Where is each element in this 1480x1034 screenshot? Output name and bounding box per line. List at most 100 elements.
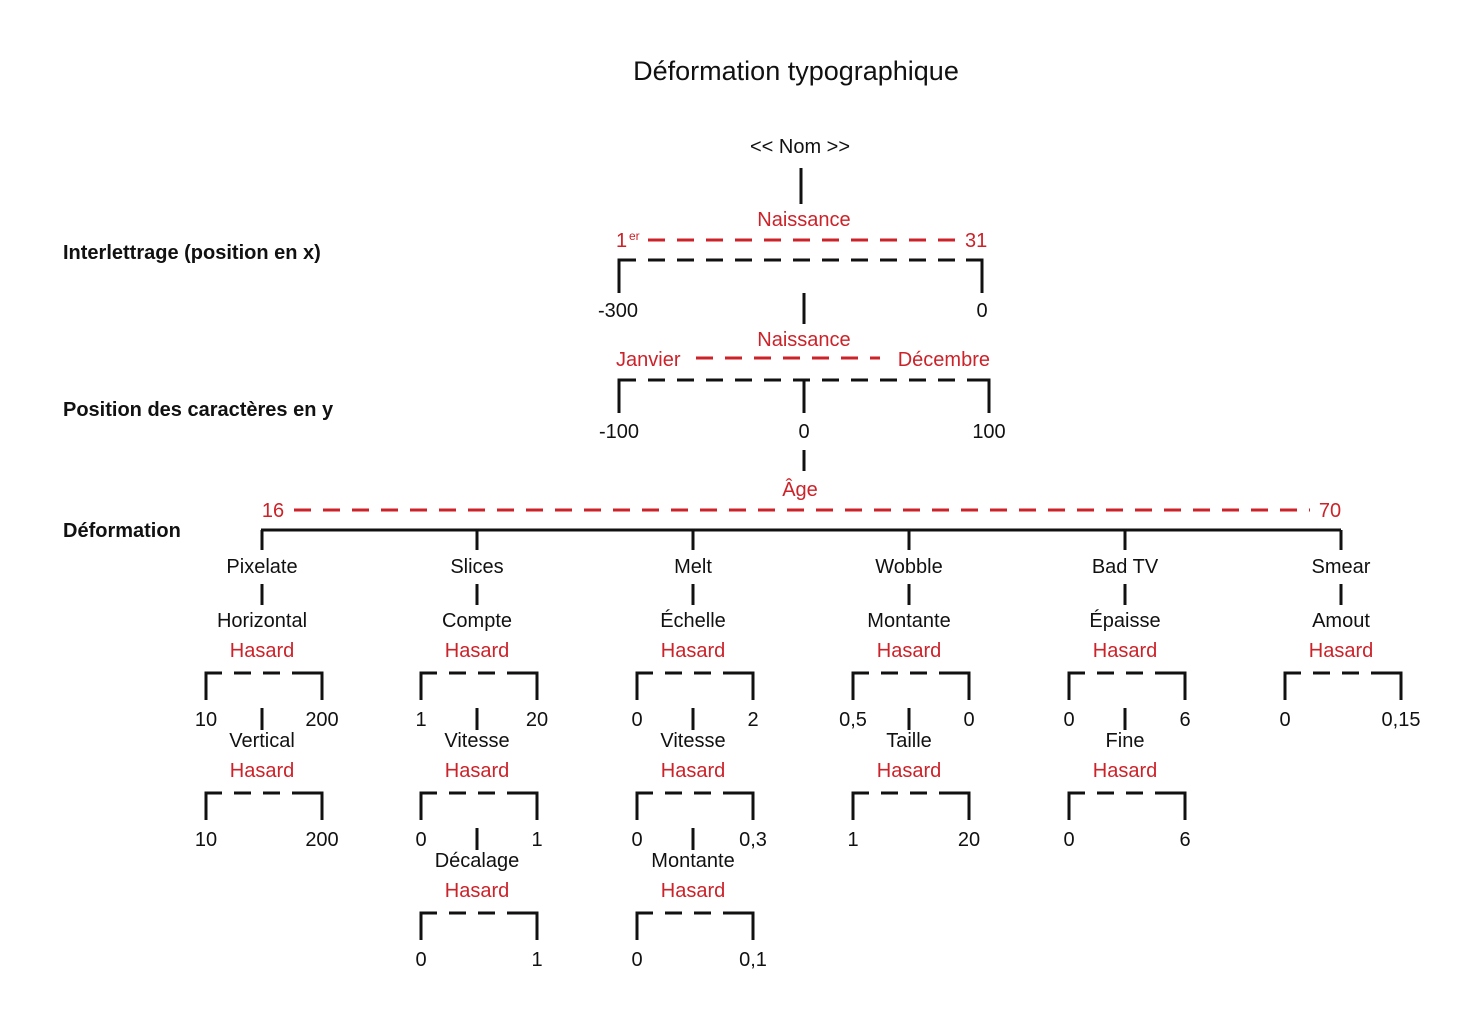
param-bracket-left	[419, 911, 437, 940]
param-bracket-right	[523, 671, 539, 700]
param-max: 6	[1179, 829, 1190, 851]
effect-name: Smear	[1312, 556, 1371, 578]
param-bracket-right	[523, 791, 539, 820]
param-mode: Hasard	[877, 760, 941, 782]
param-mode: Hasard	[1093, 760, 1157, 782]
param-bracket-right	[523, 911, 539, 940]
interlettrage-output-bracket-right	[966, 258, 984, 293]
param-min: 1	[847, 829, 858, 851]
param-min: 1	[415, 709, 426, 731]
row-label-interlettrage: Interlettrage (position en x)	[63, 242, 321, 264]
param-mode: Hasard	[1309, 640, 1373, 662]
param-mode: Hasard	[661, 640, 725, 662]
interlettrage-output-min: -300	[598, 300, 638, 322]
deformation-input-min: 16	[262, 500, 284, 522]
deformation-source: Âge	[782, 478, 818, 501]
diagram-title: Déformation typographique	[633, 56, 959, 86]
deformation-input-max: 70	[1319, 500, 1341, 522]
param-min: 10	[195, 709, 217, 731]
param-bracket-right	[1387, 671, 1403, 700]
param-mode: Hasard	[1093, 640, 1157, 662]
position-y-output-bracket-right	[975, 378, 991, 413]
param-min: 0	[1063, 829, 1074, 851]
param-bracket-left	[1067, 671, 1085, 700]
param-name: Montante	[867, 610, 950, 632]
param-mode: Hasard	[661, 760, 725, 782]
param-name: Fine	[1106, 730, 1145, 752]
interlettrage-source: Naissance	[757, 209, 850, 231]
param-max: 20	[958, 829, 980, 851]
param-max: 200	[305, 709, 338, 731]
param-min: 0	[1279, 709, 1290, 731]
position-y-input-min: Janvier	[616, 349, 681, 371]
effect-name: Slices	[450, 556, 503, 578]
param-bracket-right	[739, 911, 755, 940]
param-name: Taille	[886, 730, 932, 752]
position-y-output-max: 100	[972, 421, 1005, 443]
param-mode: Hasard	[230, 640, 294, 662]
interlettrage-input-min-sup: er	[629, 229, 640, 243]
param-bracket-left	[1283, 671, 1301, 700]
root-node: << Nom >>	[750, 136, 850, 158]
position-y-output-min: -100	[599, 421, 639, 443]
effect-name: Melt	[674, 556, 712, 578]
position-y-input-max: Décembre	[898, 349, 990, 371]
param-max: 0,3	[739, 829, 767, 851]
param-mode: Hasard	[877, 640, 941, 662]
param-min: 0,5	[839, 709, 867, 731]
param-bracket-right	[955, 671, 971, 700]
param-bracket-left	[1067, 791, 1085, 820]
param-mode: Hasard	[445, 880, 509, 902]
param-min: 0	[415, 829, 426, 851]
interlettrage-output-max: 0	[976, 300, 987, 322]
param-min: 10	[195, 829, 217, 851]
param-bracket-left	[204, 671, 222, 700]
param-bracket-left	[635, 791, 653, 820]
param-min: 0	[631, 709, 642, 731]
param-name: Amout	[1312, 610, 1370, 632]
param-bracket-right	[955, 791, 971, 820]
position-y-source: Naissance	[757, 329, 850, 351]
param-max: 0,15	[1382, 709, 1421, 731]
param-max: 2	[747, 709, 758, 731]
row-label-deformation: Déformation	[63, 520, 181, 542]
effect-name: Bad TV	[1092, 556, 1159, 578]
param-bracket-right	[308, 791, 324, 820]
param-max: 6	[1179, 709, 1190, 731]
param-name: Vertical	[229, 730, 295, 752]
param-bracket-right	[308, 671, 324, 700]
param-bracket-left	[635, 911, 653, 940]
param-name: Épaisse	[1089, 609, 1160, 632]
param-max: 0	[963, 709, 974, 731]
param-bracket-left	[851, 671, 869, 700]
param-min: 0	[631, 829, 642, 851]
interlettrage-input-max: 31	[965, 230, 987, 252]
param-name: Vitesse	[660, 730, 725, 752]
param-bracket-left	[419, 671, 437, 700]
row-label-position-y: Position des caractères en y	[63, 399, 334, 421]
effect-name: Wobble	[875, 556, 942, 578]
param-bracket-right	[739, 671, 755, 700]
interlettrage-input-min: 1	[616, 230, 627, 252]
param-name: Horizontal	[217, 610, 307, 632]
param-mode: Hasard	[230, 760, 294, 782]
param-bracket-right	[1171, 671, 1187, 700]
position-y-output-bracket-left	[617, 378, 636, 413]
param-max: 200	[305, 829, 338, 851]
param-bracket-left	[635, 671, 653, 700]
param-bracket-left	[851, 791, 869, 820]
param-name: Décalage	[435, 850, 520, 872]
param-name: Compte	[442, 610, 512, 632]
param-mode: Hasard	[445, 640, 509, 662]
param-min: 0	[1063, 709, 1074, 731]
param-min: 0	[415, 949, 426, 971]
param-min: 0	[631, 949, 642, 971]
param-name: Vitesse	[444, 730, 509, 752]
param-bracket-left	[204, 791, 222, 820]
param-bracket-right	[739, 791, 755, 820]
param-name: Échelle	[660, 609, 726, 632]
param-mode: Hasard	[661, 880, 725, 902]
param-name: Montante	[651, 850, 734, 872]
